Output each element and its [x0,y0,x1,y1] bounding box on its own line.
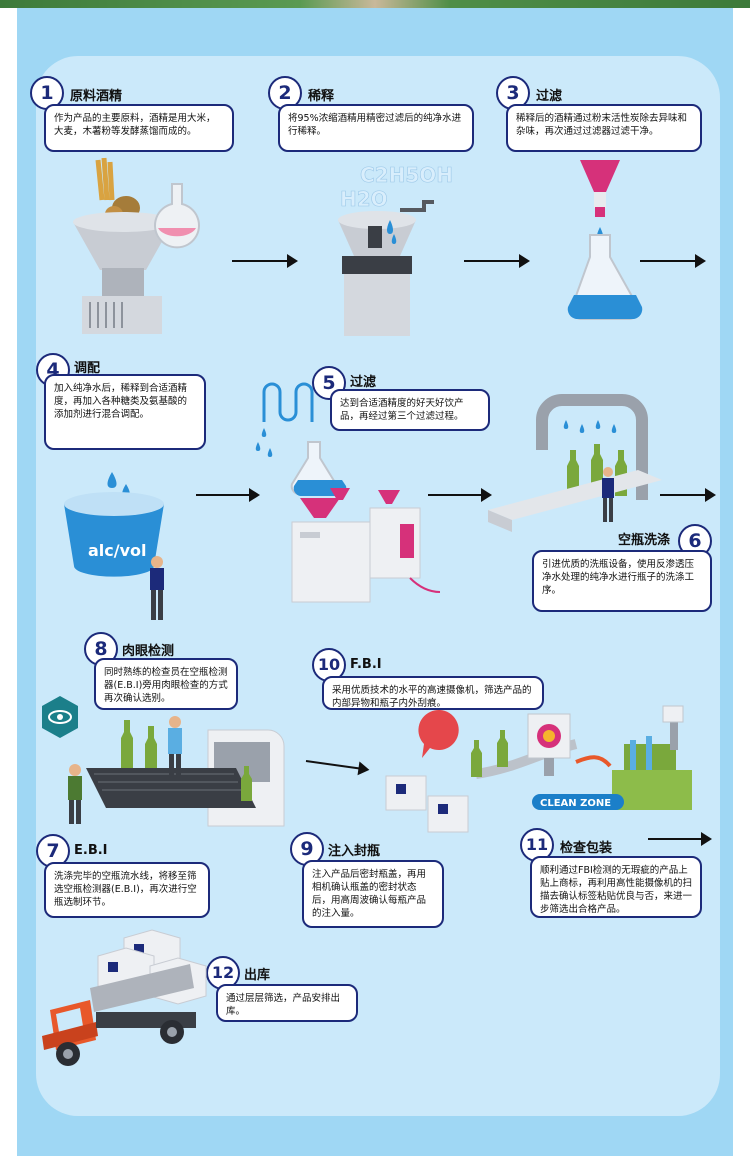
step-12-title: 出库 [244,968,271,983]
step-5-title: 过滤 [350,375,377,390]
step-11-title: 检查包装 [560,841,613,856]
top-photo-strip [0,0,750,8]
step-6-desc: 引进优质的洗瓶设备，使用反渗透压净水处理的纯净水进行瓶子的洗涤工序。 [532,550,712,612]
step-8-desc: 同时熟练的检查员在空瓶检测器(E.B.I)旁用肉眼检查的方式再次确认选别。 [94,658,238,710]
step-6-title: 空瓶洗涤 [618,533,671,548]
arrow-3-to-4 [640,254,706,268]
step-8-title: 肉眼检测 [122,644,175,659]
step-5-number: 5 [312,366,346,400]
delivery-truck-illustration [42,929,207,1066]
step-3-title: 过滤 [536,89,563,104]
ebi-conveyor-illustration [42,696,285,827]
formula-h2o: H2O [340,187,388,211]
step-12-desc: 通过层层筛选，产品安排出库。 [216,984,358,1022]
step-7-desc: 洗涤完毕的空瓶流水线，将移至筛选空瓶检测器(E.B.I)，再次进行空瓶选制环节。 [44,862,210,918]
step-9-desc: 注入产品后密封瓶盖，再用相机确认瓶盖的密封状态后，用高周波确认每瓶产品的注入量。 [302,860,444,928]
step-10-title: F.B.I [350,657,382,672]
fbi-camera-illustration: CLEAN ZONE [385,705,692,833]
clean-zone-label: CLEAN ZONE [540,798,611,809]
blending-tank-illustration: alc/vol [64,472,164,620]
arrow-2-to-3 [464,254,530,268]
step-1-title: 原料酒精 [70,89,123,104]
bottle-washing-machine-illustration [488,394,662,532]
step-4-desc: 加入纯净水后，稀释到合适酒精度，再加入各种糖类及氨基酸的添加剂进行混合调配。 [44,374,206,450]
arrow-5-to-6 [428,488,492,502]
dilution-machine-illustration: C2H5OH H2O [338,163,453,336]
step-10-desc: 采用优质技术的水平的高速摄像机，筛选产品的内部异物和瓶子内外刮痕。 [322,676,544,710]
step-2-desc: 将95%浓缩酒精用精密过滤后的纯净水进行稀释。 [278,104,474,152]
second-filter-machine-illustration [255,382,441,603]
formula-c2h5oh: C2H5OH [360,163,453,187]
step-3-desc: 稀释后的酒精通过粉末活性炭除去异味和杂味，再次通过过滤器过滤干净。 [506,104,702,152]
step-7-title: E.B.I [74,843,108,858]
step-11-desc: 顺利通过FBI检测的无瑕疵的产品上贴上商标，再利用高性能摄像机的扫描去确认标签粘… [530,856,702,918]
arrow-11-continue [648,832,712,846]
step-5-desc: 达到合适酒精度的好天好饮产品，再经过第三个过滤过程。 [330,389,490,431]
step-9-title: 注入封瓶 [328,844,381,859]
arrow-1-to-2 [232,254,298,268]
alc-vol-label: alc/vol [88,541,147,560]
step-1-desc: 作为产品的主要原料，酒精是用大米，大麦，木薯粉等发酵蒸馏而成的。 [44,104,234,152]
arrow-4-to-5 [196,488,260,502]
arrow-6-continue [660,488,716,502]
raw-alcohol-machine-illustration [73,157,200,334]
filter-flask-illustration [567,160,643,320]
step-2-title: 稀释 [308,89,335,104]
step-4-title: 调配 [74,361,101,376]
